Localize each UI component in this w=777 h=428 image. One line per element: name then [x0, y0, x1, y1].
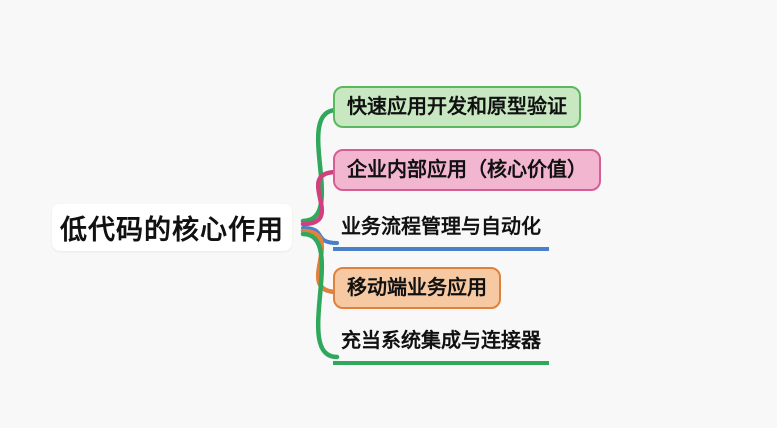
branch-system-integration-connector[interactable]: 充当系统集成与连接器	[333, 323, 549, 365]
connector-branch-rapid-dev	[300, 107, 340, 224]
branch-enterprise-internal-apps[interactable]: 企业内部应用（核心价值）	[333, 149, 601, 191]
connector-branch-bpm	[301, 226, 339, 245]
connector-branch-integration	[300, 231, 340, 360]
branch-mobile-business-apps[interactable]: 移动端业务应用	[333, 267, 501, 309]
central-topic[interactable]: 低代码的核心作用	[52, 204, 292, 251]
branch-business-process-automation[interactable]: 业务流程管理与自动化	[333, 209, 549, 251]
connector-branch-internal-apps	[300, 169, 340, 227]
branch-rapid-app-development[interactable]: 快速应用开发和原型验证	[333, 86, 581, 128]
connector-branch-mobile	[300, 228, 340, 295]
